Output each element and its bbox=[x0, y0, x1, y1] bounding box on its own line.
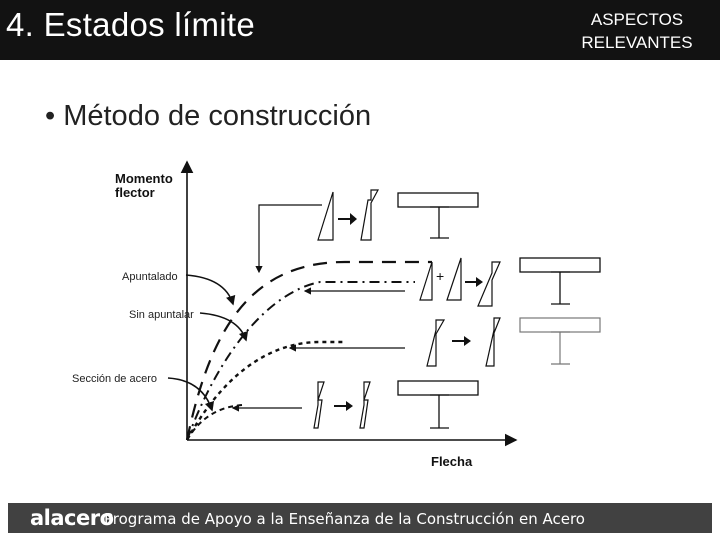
bullet-item: • Método de construcción bbox=[45, 100, 372, 132]
header-bar: 4. Estados límite ASPECTOS RELEVANTES bbox=[0, 0, 720, 60]
curve-apuntalado bbox=[185, 260, 432, 441]
y-axis-label-line2: flector bbox=[115, 185, 155, 200]
stress-diagram-row1 bbox=[317, 189, 380, 241]
pointer-top bbox=[255, 204, 322, 274]
curve-sin-apuntalar-lower bbox=[185, 340, 345, 441]
label-seccion-acero: Sección de acero bbox=[72, 373, 157, 385]
arrow-row2 bbox=[465, 277, 483, 287]
curve-sin-apuntalar bbox=[186, 281, 415, 441]
footer-program-text: Programa de Apoyo a la Enseñanza de la C… bbox=[104, 510, 585, 528]
stress-diagram-row3 bbox=[426, 317, 501, 367]
composite-section-2 bbox=[519, 257, 601, 305]
bullet-text: Método de construcción bbox=[63, 100, 372, 132]
arrow-row1 bbox=[338, 213, 357, 225]
section-label-line1: ASPECTOS bbox=[590, 10, 684, 29]
arrow-row4 bbox=[334, 401, 353, 411]
composite-section-1 bbox=[397, 192, 479, 239]
label-apuntalado: Apuntalado bbox=[122, 271, 178, 283]
x-axis-label: Flecha bbox=[431, 454, 473, 469]
stress-diagram-row2 bbox=[419, 257, 501, 307]
alacero-logo: alacero bbox=[30, 506, 114, 530]
composite-section-3 bbox=[519, 317, 601, 365]
leader-apuntalado bbox=[185, 274, 236, 306]
footer-bar: alacero Programa de Apoyo a la Enseñanza… bbox=[8, 503, 712, 533]
leader-sin-apuntalar bbox=[199, 312, 249, 342]
stress-diagram-row4 bbox=[313, 381, 371, 429]
y-axis-label-line1: Momento bbox=[115, 171, 173, 186]
section-label: ASPECTOS RELEVANTES bbox=[562, 8, 712, 54]
steel-section bbox=[397, 380, 479, 429]
arrow-row3 bbox=[452, 336, 471, 346]
label-sin-apuntalar: Sin apuntalar bbox=[129, 309, 194, 321]
section-label-line2: RELEVANTES bbox=[581, 33, 693, 52]
curve-seccion-acero bbox=[186, 404, 243, 441]
slide-content bbox=[5, 60, 715, 493]
plus-sign: + bbox=[436, 268, 444, 284]
slide-title: 4. Estados límite bbox=[6, 6, 256, 43]
moment-deflection-diagram: Momento flector Flecha Apuntalado Sin ap… bbox=[72, 160, 601, 469]
leader-seccion-acero bbox=[167, 377, 215, 412]
